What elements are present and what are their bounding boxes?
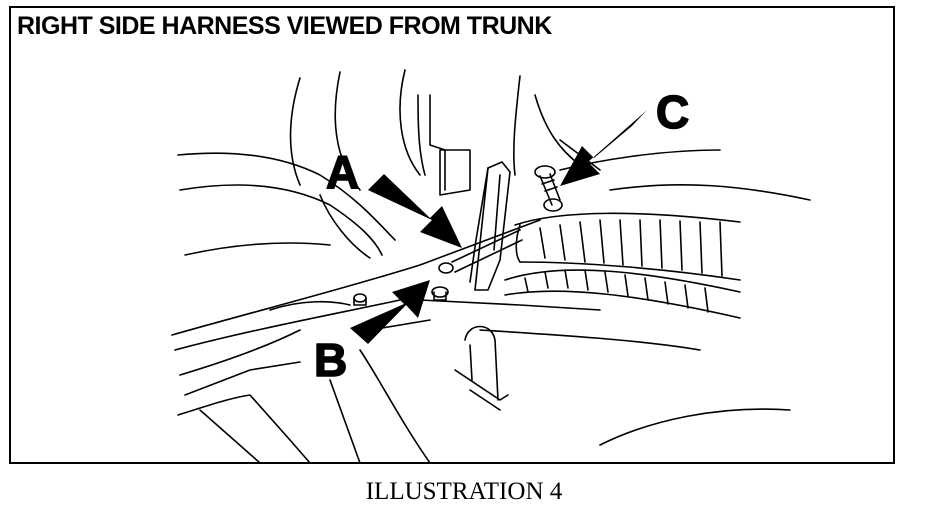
callout-label-a: A: [326, 146, 359, 198]
arrow-b: [350, 280, 430, 344]
trunk-body-lines: [171, 69, 811, 464]
bracket: [469, 161, 511, 291]
callout-arrows: [350, 110, 647, 344]
arrow-c: [560, 110, 647, 186]
callout-label-c: C: [656, 86, 689, 138]
diagram-title: RIGHT SIDE HARNESS VIEWED FROM TRUNK: [17, 12, 552, 40]
callout-label-b: B: [314, 334, 347, 386]
loop-hook: [454, 325, 509, 411]
pushpin-b: [353, 286, 449, 306]
bolt-c: [534, 165, 563, 212]
arrow-a: [368, 174, 462, 248]
wire-harness: [504, 212, 741, 319]
connector-a: [438, 229, 523, 274]
illustration-caption: ILLUSTRATION 4: [365, 478, 563, 505]
